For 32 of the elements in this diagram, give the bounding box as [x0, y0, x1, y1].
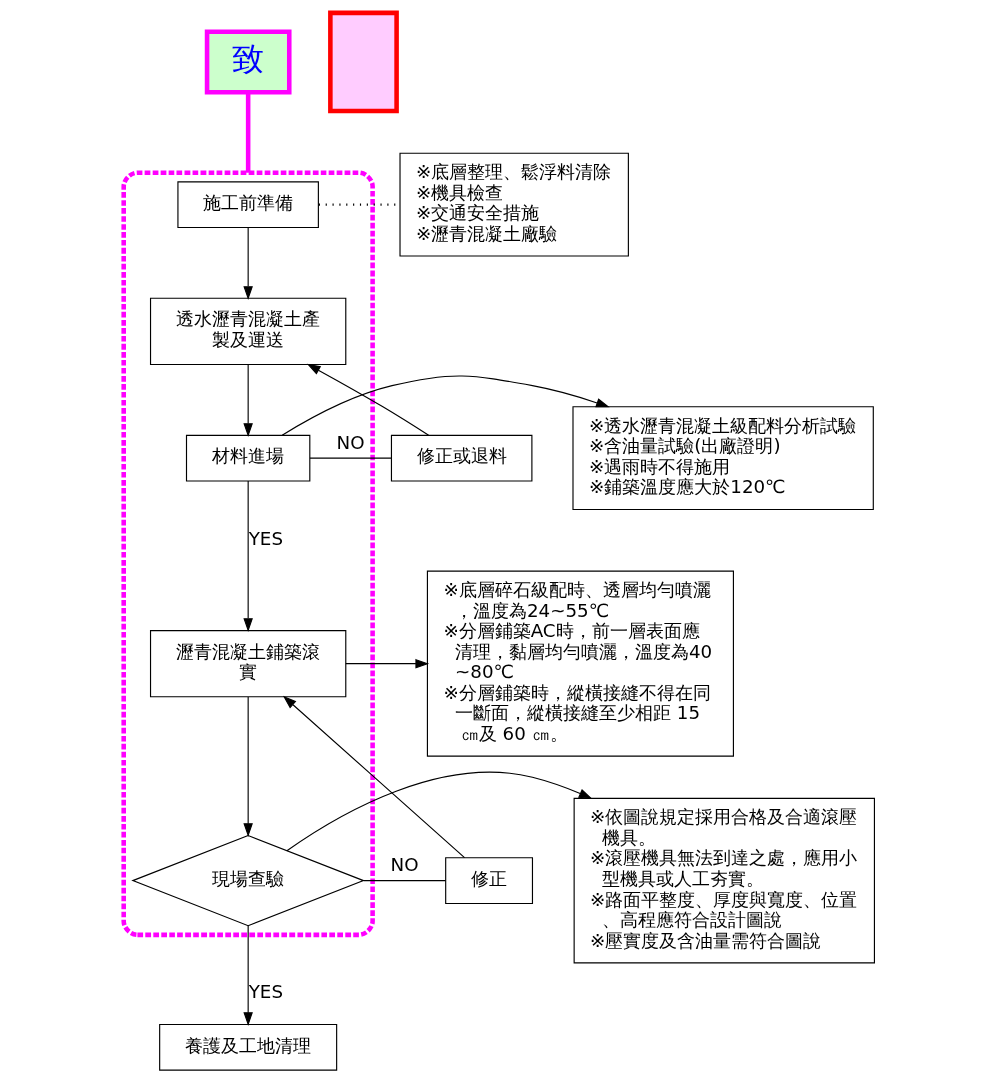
connector — [245, 92, 250, 173]
node-box: ※底層整理、鬆浮料清除 ※機具檢查 ※交通安全措施 ※瀝青混凝土廠驗 — [398, 152, 629, 257]
arrow — [242, 227, 253, 300]
arrow — [242, 364, 253, 437]
node-box: 修正 — [444, 857, 533, 905]
node-box: 致 — [204, 29, 292, 95]
arrow — [281, 375, 610, 436]
arrow — [282, 695, 465, 859]
arrow — [242, 925, 253, 1026]
edge-label: YES — [248, 980, 283, 1002]
arrow — [242, 480, 253, 632]
connector — [362, 880, 446, 882]
node-box: 瀝青混凝土鋪築滾實 — [149, 630, 346, 698]
edge-label: NO — [336, 431, 365, 453]
node-box: 養護及工地清理 — [158, 1023, 337, 1071]
arrow — [242, 696, 253, 837]
arrow — [285, 771, 593, 852]
node-box: 修正或退料 — [390, 434, 532, 482]
edge-label: NO — [390, 854, 419, 876]
edge-label: YES — [248, 527, 283, 549]
node-box: ※依圖說規定採用合格及合適滾壓機具。 ※滾壓機具無法到達之處，應用小型機具或人工夯實。 ※路面平整度、厚度與寬度、位置、高程應符合設計圖說 ※壓實度及含油量需符合圖說 — [573, 797, 875, 964]
arrow — [306, 363, 429, 436]
node-box — [327, 10, 399, 114]
connector — [308, 457, 392, 459]
arrow — [344, 658, 429, 669]
node-box: ※底層碎石級配時、透層均勻噴灑，溫度為24~55℃ ※分層鋪築AC時，前一層表面應清理，黏層均勻噴灑，溫度為40~80℃ ※分層鋪築時，縱橫接縫不得在同一斷面，縱橫接縫至少相距 15 ㎝及 60 ㎝。 — [426, 570, 734, 757]
node-box: 透水瀝青混凝土產製及運送 — [149, 297, 346, 366]
node-box: ※透水瀝青混凝土級配料分析試驗 ※含油量試驗(出廠證明) ※遇雨時不得施用 ※鋪築溫度應大於120℃ — [571, 406, 874, 511]
node-box: 施工前準備 — [176, 181, 319, 229]
node-box: 材料進場 — [185, 434, 310, 482]
node-diamond: 現場查驗 — [130, 834, 365, 927]
cluster — [120, 170, 375, 938]
